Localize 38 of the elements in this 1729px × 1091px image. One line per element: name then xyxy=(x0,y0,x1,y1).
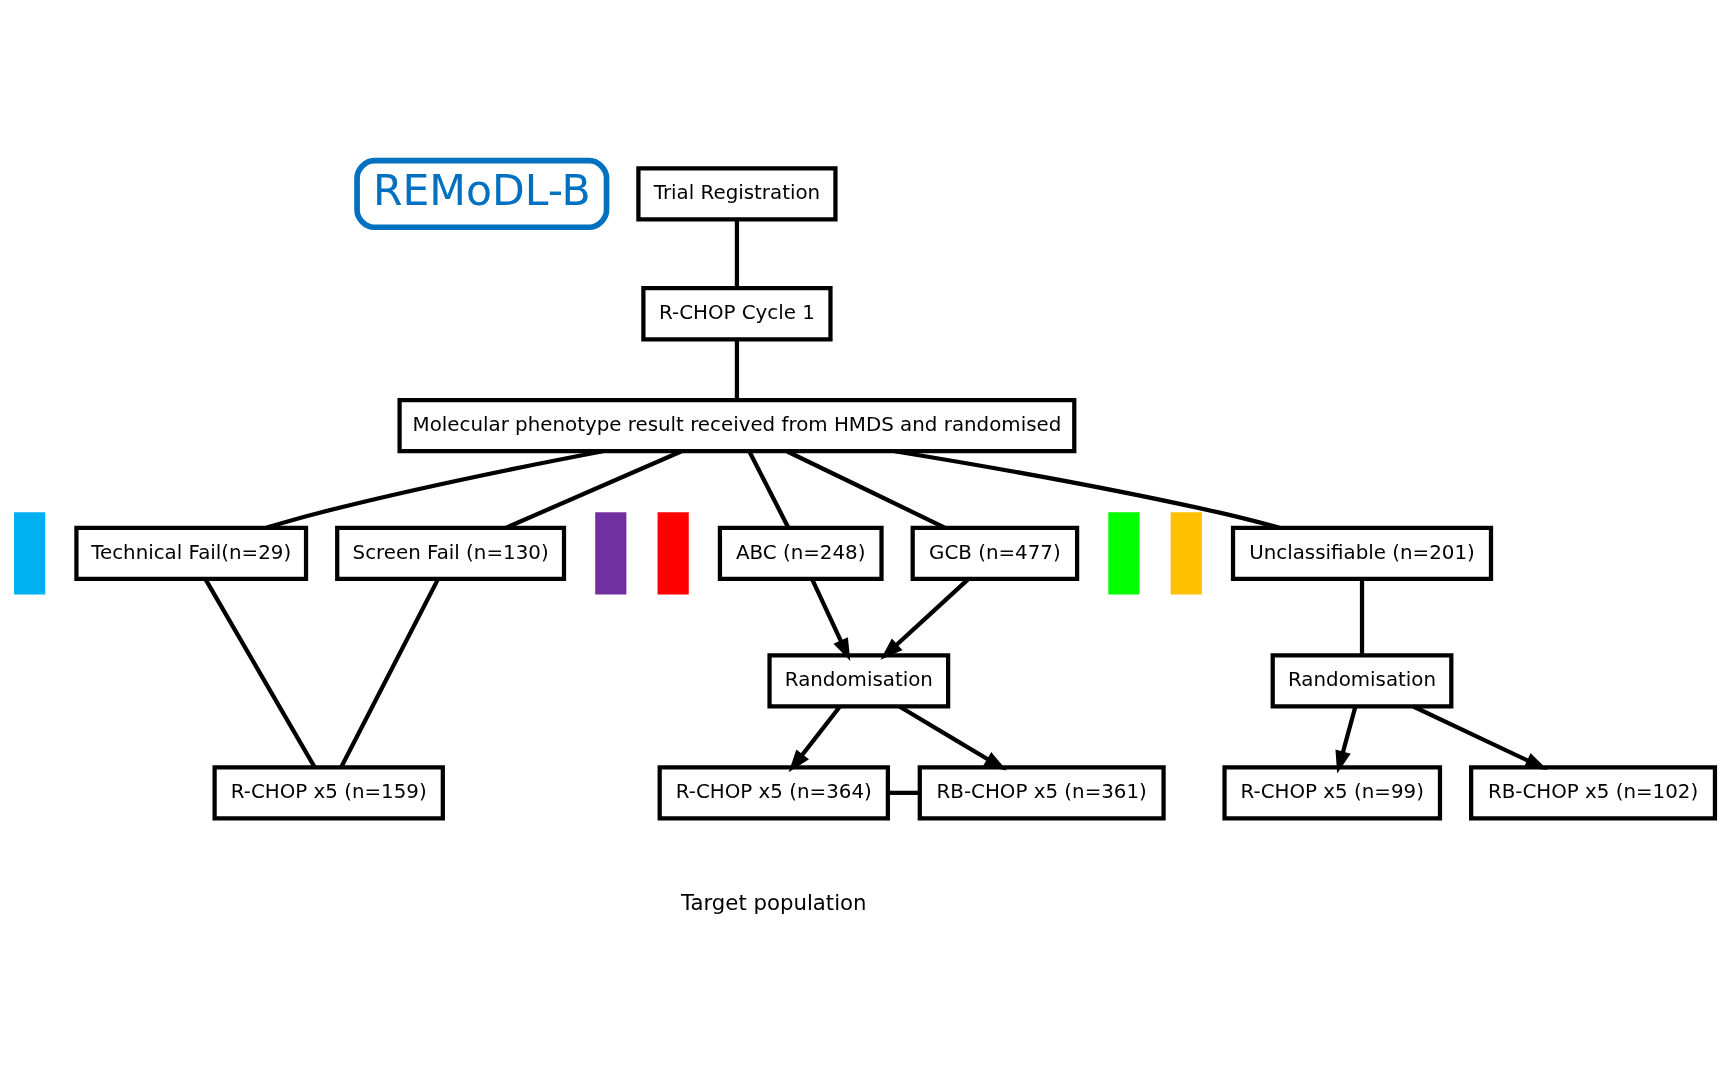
node-box: R-CHOP x5 (n=159) xyxy=(212,765,445,821)
label: Target population xyxy=(681,889,867,915)
node-box: Screen Fail (n=130) xyxy=(335,525,567,581)
arrow xyxy=(1335,705,1358,774)
node-box: Trial Registration xyxy=(636,166,838,222)
arrow xyxy=(788,705,842,773)
connector xyxy=(339,578,440,768)
arrow xyxy=(810,578,851,662)
node-box: GCB (n=477) xyxy=(910,525,1080,581)
connector xyxy=(734,219,740,289)
connector xyxy=(888,790,920,795)
arrow xyxy=(898,704,1007,771)
node-box: Molecular phenotype result received from HMDS and randomised xyxy=(397,398,1077,454)
node-box: REMoDL-B xyxy=(354,157,610,231)
node-box: RB-CHOP x5 (n=361) xyxy=(917,765,1166,821)
node-box: Randomisation xyxy=(767,653,951,709)
node-bar xyxy=(657,512,689,595)
node-box: R-CHOP x5 (n=364) xyxy=(657,765,890,821)
node-bar xyxy=(1108,512,1140,595)
node-box: Unclassifiable (n=201) xyxy=(1230,525,1494,581)
connector xyxy=(266,449,604,530)
node-box: ABC (n=248) xyxy=(717,525,884,581)
arrow xyxy=(1412,704,1548,770)
node-bar xyxy=(1170,512,1202,595)
node-box: RB-CHOP x5 (n=102) xyxy=(1469,765,1718,821)
node-box: R-CHOP Cycle 1 xyxy=(641,286,833,342)
node-box: Technical Fail(n=29) xyxy=(74,525,309,581)
connector xyxy=(894,449,1280,530)
connector xyxy=(505,449,682,530)
node-bar xyxy=(14,512,46,595)
connector xyxy=(734,339,740,401)
connector xyxy=(747,450,791,529)
node-box: Randomisation xyxy=(1270,653,1454,709)
connector xyxy=(203,578,317,768)
connector xyxy=(1359,579,1365,656)
connector xyxy=(786,449,946,530)
node-box: R-CHOP x5 (n=99) xyxy=(1222,765,1443,821)
node-bar xyxy=(595,512,627,595)
